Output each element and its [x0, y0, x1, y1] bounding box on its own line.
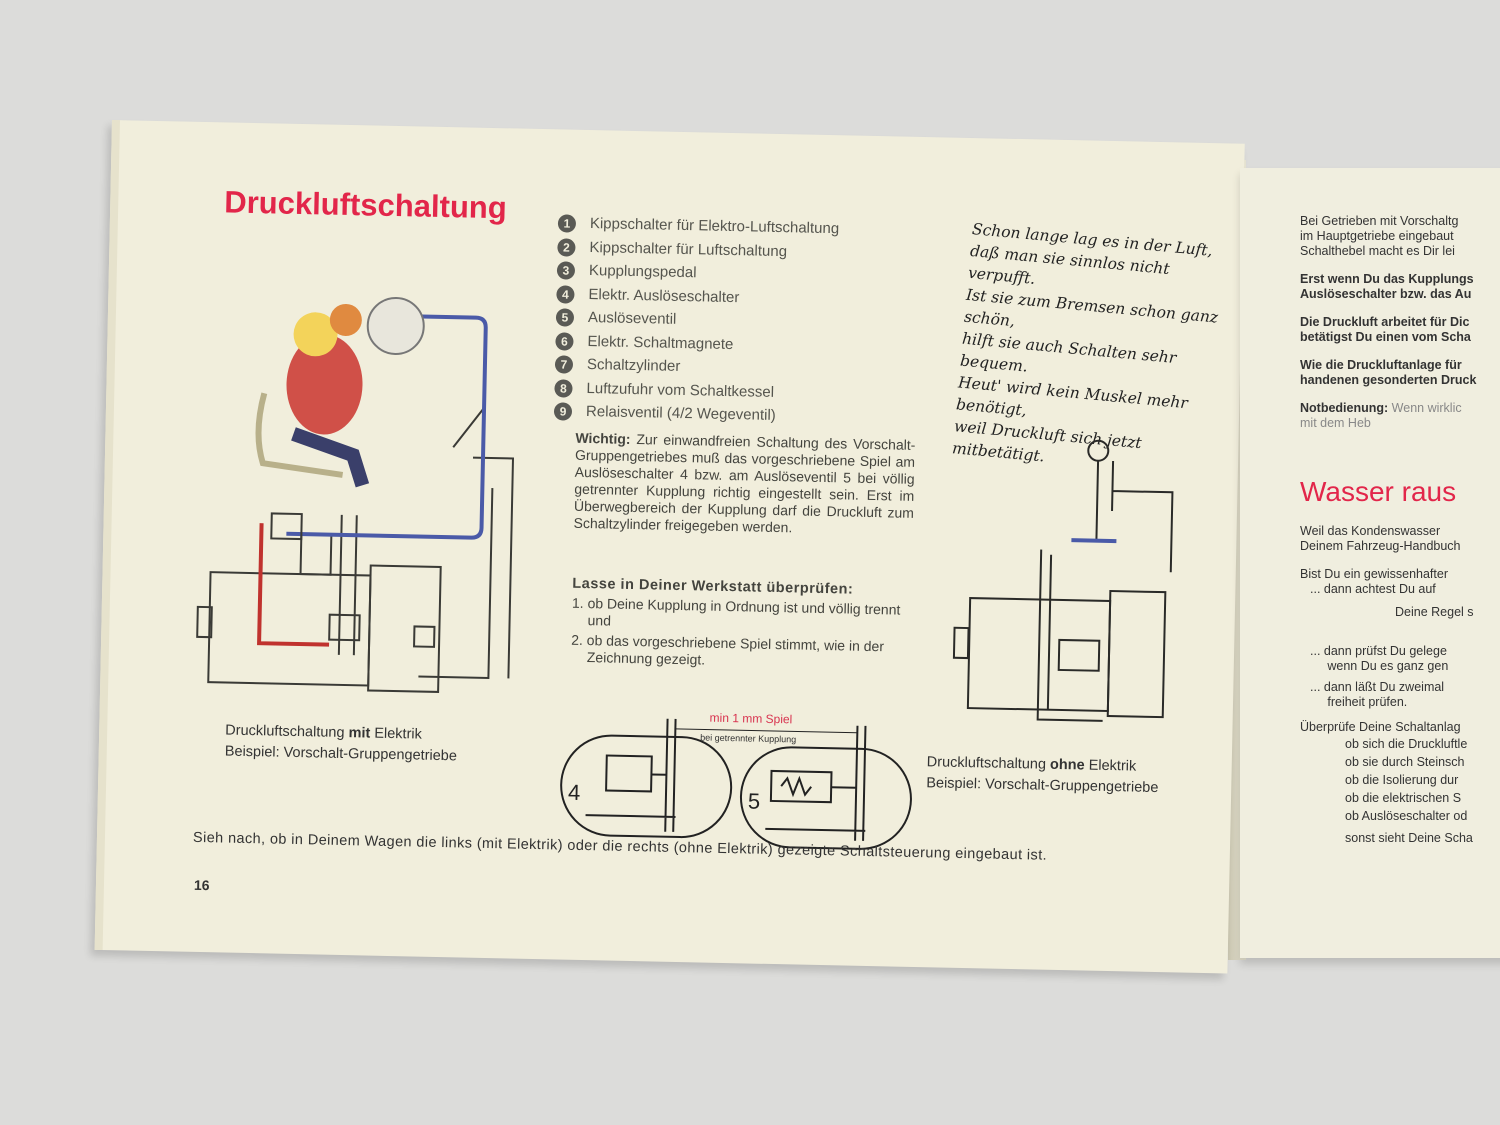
spiel-label: min 1 mm Spiel	[709, 711, 792, 727]
legend-number-badge: 6	[555, 331, 574, 351]
caption-with-electrics: Druckluftschaltung mit Elektrik Beispiel…	[224, 722, 458, 765]
important-note: Wichtig: Zur einwandfreien Schaltung des…	[573, 430, 915, 539]
legend-number-badge: 2	[557, 237, 576, 257]
legend-text: Luftzufuhr vom Schaltkessel	[586, 379, 775, 401]
check-item-2: 2. ob das vorgeschriebene Spiel stimmt, …	[571, 631, 885, 668]
detail-label-4: 4	[568, 780, 581, 805]
legend-number-badge: 3	[556, 261, 576, 280]
legend-list: 1 Kippschalter für Elektro-Luftschaltung 2…	[553, 211, 840, 428]
check-list: Lasse in Deiner Werkstatt überprüfen: 1.…	[571, 576, 913, 673]
diagram-with-electrics	[196, 296, 515, 693]
legend-text: Elektr. Schaltmagnete	[587, 332, 734, 353]
left-page: Druckluftschaltung 1 Kippschalter für Ele…	[94, 120, 1245, 974]
right-page: Bei Getrieben mit Vorschaltg im Hauptget…	[1240, 168, 1500, 958]
diagram-without-electrics	[952, 439, 1174, 722]
legend-number-badge: 8	[554, 378, 573, 398]
legend-number-badge: 5	[555, 308, 575, 327]
section-heading: Wasser raus	[1300, 476, 1457, 507]
check-item-1: 1. ob Deine Kupplung in Ordnung ist und …	[571, 594, 901, 629]
legend-number-badge: 9	[553, 402, 573, 421]
legend-text: Kippschalter für Luftschaltung	[589, 238, 788, 260]
caption-without-electrics: Druckluftschaltung ohne Elektrik Beispie…	[926, 754, 1159, 797]
legend-text: Kupplungspedal	[588, 262, 697, 282]
detail-label-5: 5	[748, 788, 761, 813]
page-title: Druckluftschaltung	[223, 184, 508, 226]
important-label: Wichtig:	[575, 429, 631, 447]
legend-number-badge: 4	[556, 284, 575, 304]
legend-number-badge: 7	[554, 355, 574, 374]
legend-text: Kippschalter für Elektro-Luftschaltung	[589, 215, 840, 238]
legend-text: Elektr. Auslöseschalter	[588, 285, 740, 306]
spiel-sublabel: bei getrennter Kupplung	[700, 732, 796, 744]
clearance-detail-diagram: min 1 mm Spiel bei getrennter Kupplung 4…	[560, 711, 912, 850]
legend-text: Schaltzylinder	[586, 356, 681, 375]
legend-text: Auslöseventil	[587, 309, 677, 328]
legend-number-badge: 1	[557, 214, 577, 233]
right-intro: Bei Getrieben mit Vorschaltg im Hauptget…	[1300, 214, 1477, 430]
right-body: Weil das Kondenswasser Deinem Fahrzeug-H…	[1300, 524, 1474, 845]
legend-text: Relaisventil (4/2 Wegeventil)	[585, 402, 776, 424]
page-number: 16	[193, 876, 210, 894]
legend-item: 9 Relaisventil (4/2 Wegeventil)	[553, 399, 836, 428]
